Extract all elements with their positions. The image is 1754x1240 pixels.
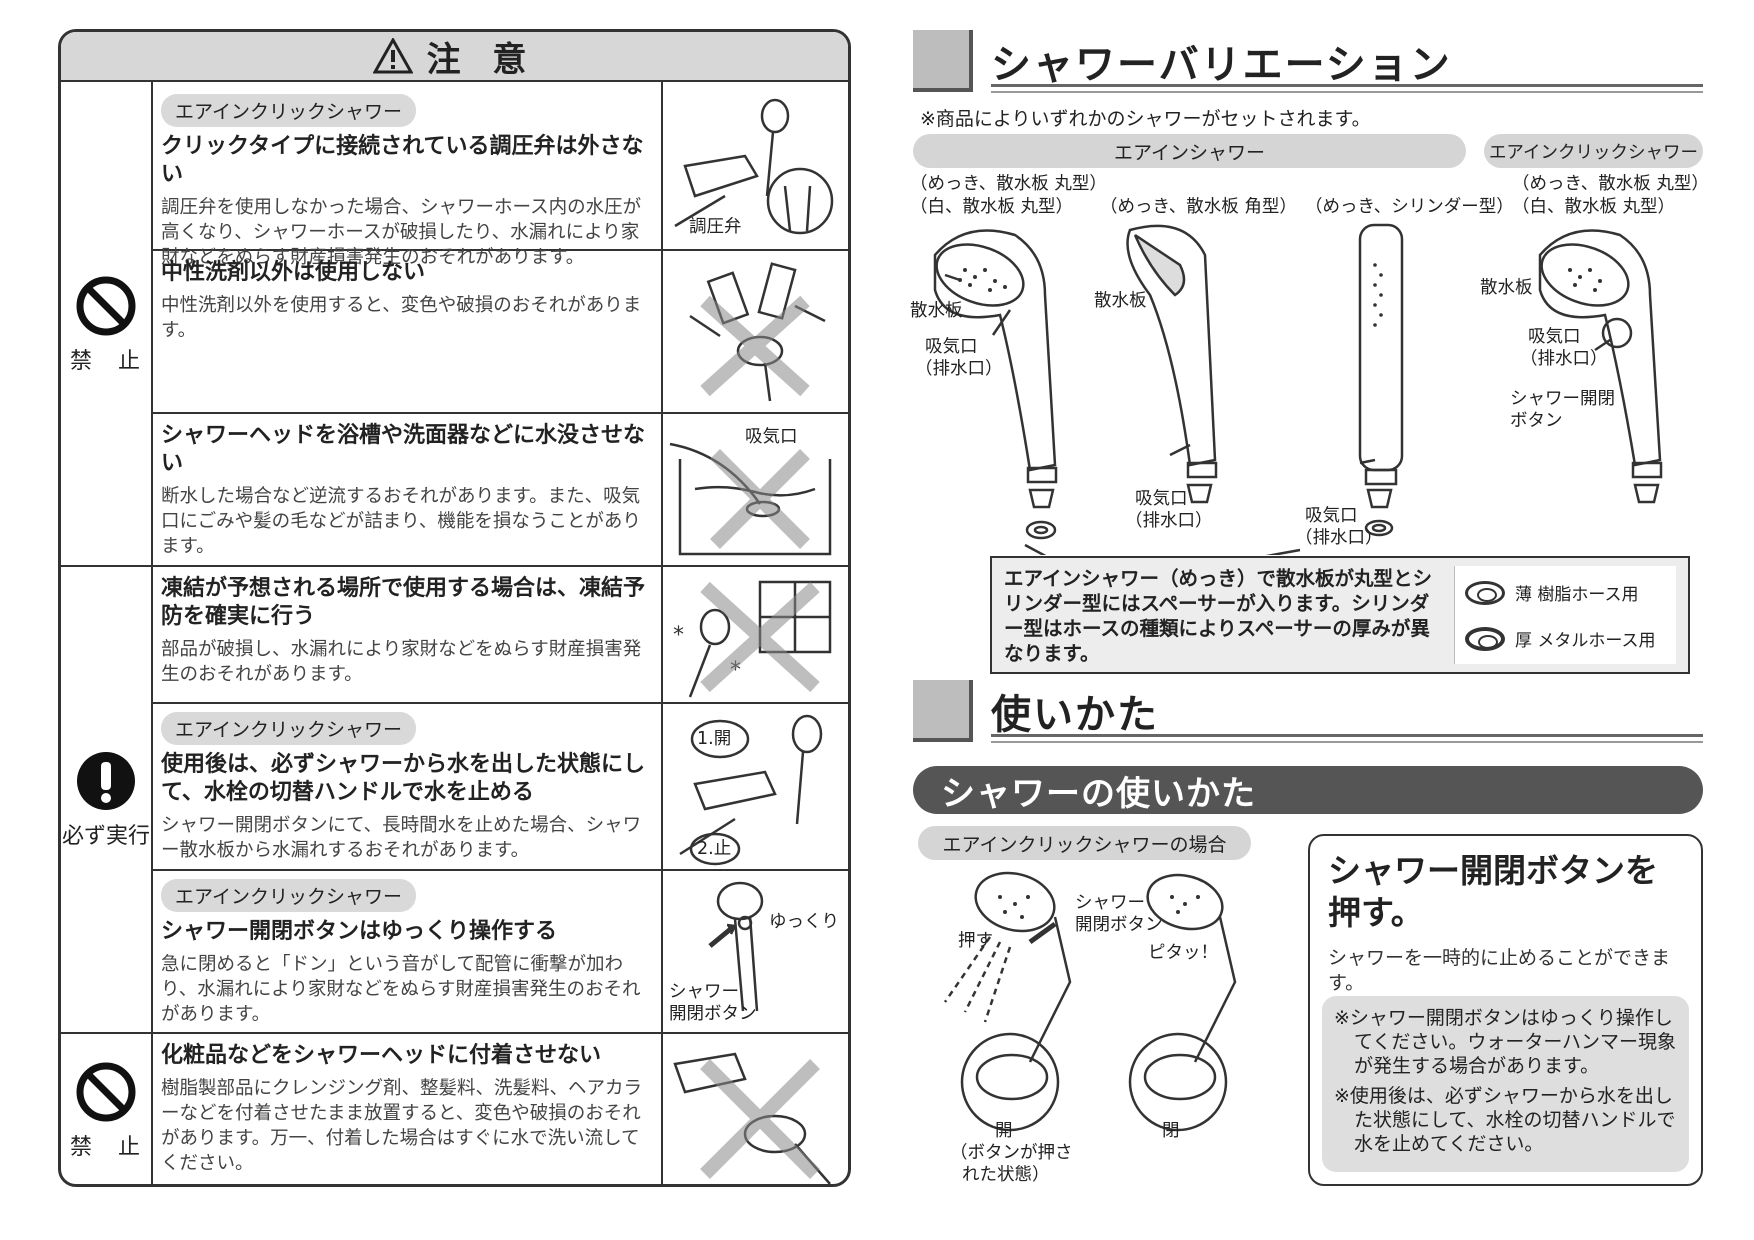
row-tag: エアインクリックシャワー [161,94,417,127]
instruction-notes: ※シャワー開閉ボタンはゆっくり操作してください。ウォーターハンマー現象が発生する… [1322,996,1689,1172]
instruction-note-1: ※シャワー開閉ボタンはゆっくり操作してください。ウォーターハンマー現象が発生する… [1334,1007,1677,1077]
illustration-detergent [665,251,845,412]
group-air-in-pill: エアインシャワー [913,134,1466,168]
caution-row-3: シャワーヘッドを浴槽や洗面器などに水没させない 断水した場合など逆流するおそれが… [153,414,661,565]
category-must-do: 必ず実行 [61,567,151,1032]
spacer-legend: 薄 樹脂ホース用 厚 メタルホース用 [1454,566,1676,664]
section-usage-header: 使いかた [913,680,1703,748]
head4-caption-1: （めっき、散水板 丸型） [1512,174,1709,194]
head4-label-drain: （排水口） [1520,349,1608,369]
shower-usage-bar: シャワーの使いかた [913,766,1703,814]
row-text: 中性洗剤以外を使用すると、変色や破損のおそれがあります。 [161,295,642,341]
illustration-cosmetics [665,1034,845,1184]
row-text: 急に閉めると「ドン」という音がして配管に衝撃が加わり、水漏れにより家財などをぬら… [161,954,641,1025]
label-push: 押す [958,931,993,951]
instruction-box: シャワー開閉ボタンを押す。 シャワーを一時的に止めることができます。 ※シャワー… [1308,834,1703,1186]
spacer-note-text: エアインシャワー（めっき）で散水板が丸型とシリンダー型にはスペーサーが入ります。… [1004,567,1433,665]
category-prohibit: 禁 止 [61,84,151,565]
category-prohibit-2: 禁 止 [61,1034,151,1184]
caution-row-6: エアインクリックシャワー シャワー開閉ボタンはゆっくり操作する 急に閉めると「ド… [153,871,661,1032]
label-open: 開 [995,1121,1013,1141]
svg-text:*: * [673,623,684,648]
head4-label-intake: 吸気口 [1528,327,1581,347]
head2-label-intake: 吸気口 [1135,489,1188,509]
row-title: 使用後は、必ずシャワーから水を出した状態にして、水栓の切替ハンドルで水を止める [161,752,646,805]
caution-row-1: エアインクリックシャワー クリックタイプに接続されている調圧弁は外さない 調圧弁… [153,86,661,268]
row-text: 断水した場合など逆流するおそれがあります。また、吸気口にごみや髪の毛などが詰まり… [161,486,641,557]
head3-label-intake: 吸気口 [1305,506,1358,526]
caution-row-5: エアインクリックシャワー 使用後は、必ずシャワーから水を出した状態にして、水栓の… [153,704,661,869]
head1-caption-1: （めっき、散水板 丸型） [910,174,1107,194]
row-title: クリックタイプに接続されている調圧弁は外さない [161,134,644,187]
section-variations-header: シャワーバリエーション [913,30,1703,98]
caution-row-2: 中性洗剤以外は使用しない 中性洗剤以外を使用すると、変色や破損のおそれがあります… [153,251,661,412]
row-title: シャワーヘッドを浴槽や洗面器などに水没させない [161,423,646,476]
thin-spacer-icon [1465,580,1505,605]
head4-label-button-2: ボタン [1510,411,1563,431]
head1-label-plate: 散水板 [910,301,963,321]
label-closed: 閉 [1162,1121,1180,1141]
exclamation-icon [77,751,135,810]
head4-label-plate: 散水板 [1480,278,1533,298]
row-tag: エアインクリックシャワー [161,879,417,912]
illustration-submerge: 吸気口 [665,414,845,565]
label-button-1: シャワー [1075,893,1145,913]
row-title: 凍結が予想される場所で使用する場合は、凍結予防を確実に行う [161,576,646,629]
warning-triangle-icon [372,38,413,74]
usage-click-pill: エアインクリックシャワーの場合 [918,826,1251,860]
variations-title: シャワーバリエーション [991,42,1452,88]
row-title: 化粧品などをシャワーヘッドに付着させない [161,1043,602,1068]
legend-thick: 厚 メタルホース用 [1515,631,1656,651]
caution-row-4: 凍結が予想される場所で使用する場合は、凍結予防を確実に行う 部品が破損し、水漏れ… [153,567,661,702]
illustration-pressure-valve: 調圧弁 [665,86,845,249]
head2-caption: （めっき、散水板 角型） [1100,197,1297,217]
instruction-subtext: シャワーを一時的に止めることができます。 [1328,947,1671,994]
caution-row-7: 化粧品などをシャワーヘッドに付着させない 樹脂製部品にクレンジング剤、整髪料、洗… [153,1034,661,1184]
head1-label-intake: 吸気口 [925,337,978,357]
usage-illustration [943,871,1237,1132]
row-text: 部品が破損し、水漏れにより家財などをぬらす財産損害発生のおそれがあります。 [161,639,642,685]
head1-caption-2: （白、散水板 丸型） [910,197,1074,217]
label-button-2: 開閉ボタン [1075,915,1163,935]
usage-title: 使いかた [991,692,1159,738]
row-tag: エアインクリックシャワー [161,712,417,745]
shower-variations-illustration [933,223,1663,555]
prohibition-icon [76,276,136,335]
head3-caption: （めっき、シリンダー型） [1305,197,1514,217]
caution-header: 注 意 [61,32,848,82]
instruction-title: シャワー開閉ボタンを押す。 [1328,851,1658,932]
prohibition-icon [76,1062,136,1122]
spacer-note-box: エアインシャワー（めっき）で散水板が丸型とシリンダー型にはスペーサーが入ります。… [990,556,1690,674]
row-title: 中性洗剤以外は使用しない [161,260,426,285]
label-open-sub-1: （ボタンが押さ [950,1143,1073,1163]
instruction-note-2: ※使用後は、必ずシャワーから水を出した状態にして、水栓の切替ハンドルで水を止めて… [1334,1085,1676,1155]
caution-title: 注 意 [426,39,537,80]
label-open-sub-2: れた状態） [962,1165,1050,1185]
head2-label-drain: （排水口） [1125,511,1213,531]
row-text: 樹脂製部品にクレンジング剤、整髪料、洗髪料、ヘアカラーなどを付着させたまま放置す… [161,1078,643,1174]
caution-table: 注 意 禁 止 必ず実行 禁 止 エアインクリックシャワー クリックタイプに接続… [58,29,851,1187]
group-click-pill: エアインクリックシャワー [1484,134,1703,168]
row-text: シャワー開閉ボタンにて、長時間水を止めた場合、シャワー散水板から水漏れするおそれ… [161,815,642,861]
row-text: 調圧弁を使用しなかった場合、シャワーホース内の水圧が高くなり、シャワーホースが破… [161,197,642,268]
row-title: シャワー開閉ボタンはゆっくり操作する [161,919,558,944]
head1-label-drain: （排水口） [915,359,1003,379]
head3-label-drain: （排水口） [1295,528,1383,548]
thick-spacer-icon [1465,626,1505,651]
head2-label-plate: 散水板 [1094,291,1147,311]
illustration-stop-water: 1.開 2.止 [665,704,845,869]
legend-thin: 薄 樹脂ホース用 [1515,585,1639,605]
head4-caption-2: （白、散水板 丸型） [1512,197,1676,217]
illustration-freezing: ** [665,567,845,702]
variations-note: ※商品によりいずれかのシャワーがセットされます。 [920,108,1371,130]
svg-text:*: * [730,658,741,683]
head4-label-button-1: シャワー開閉 [1510,389,1615,409]
illustration-slow-button: ゆっくり シャワー 開閉ボタン [665,871,845,1032]
label-pitatto: ピタッ！ [1148,943,1218,963]
